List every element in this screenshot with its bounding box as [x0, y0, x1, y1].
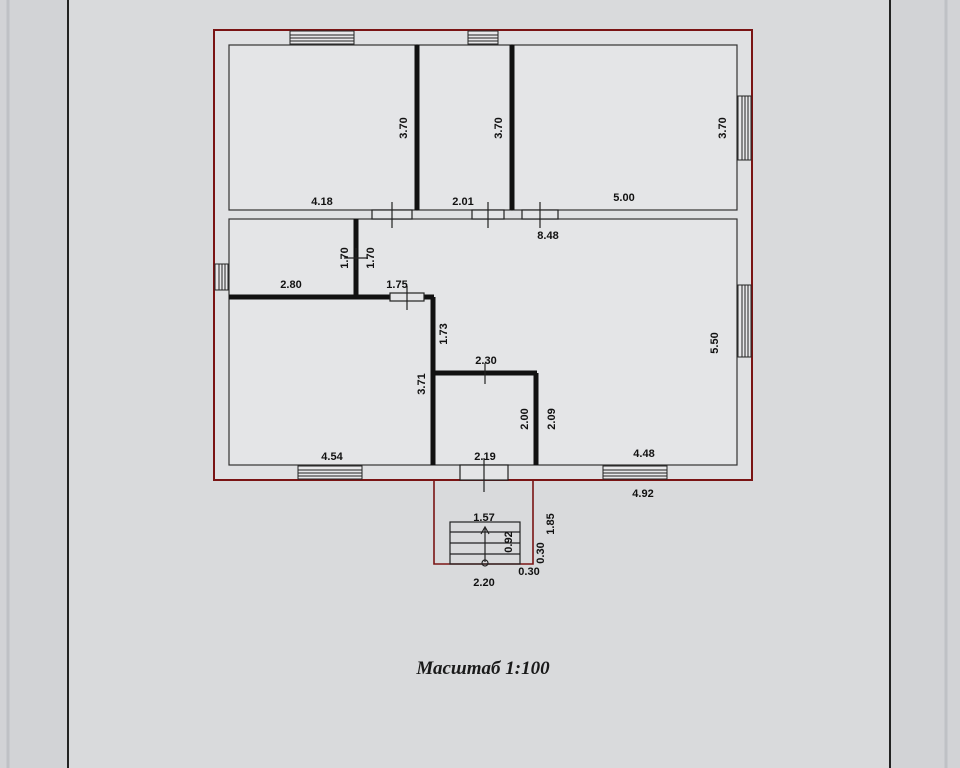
window-right-top — [737, 95, 752, 161]
porch-steps — [449, 521, 521, 565]
scale-label: Масштаб 1:100 — [415, 658, 550, 679]
door-entry — [459, 458, 509, 492]
dim-outer-width: 4.92 — [632, 488, 653, 500]
porch-arrow — [480, 525, 490, 567]
dim-porch-step: 0.92 — [503, 531, 515, 552]
dim-bedroom-height: 3.71 — [416, 373, 428, 394]
dim-corridor-b: 1.70 — [365, 247, 377, 268]
dim-corridor-a: 1.70 — [339, 247, 351, 268]
dim-porch-width: 2.20 — [473, 577, 494, 589]
room-2 — [416, 44, 513, 211]
dim-bathroom-height-b: 2.09 — [546, 408, 558, 429]
dim-room3-height: 3.70 — [717, 117, 729, 138]
dim-room2-height: 3.70 — [493, 117, 505, 138]
hall-room — [228, 218, 738, 466]
dim-living-width: 4.48 — [633, 448, 654, 460]
dim-room2-width: 2.01 — [452, 196, 473, 208]
dim-porch-depth: 1.85 — [545, 513, 557, 534]
dim-room3-width: 5.00 — [613, 192, 634, 204]
door-room3 — [521, 202, 559, 228]
sheet-right-margin — [890, 0, 960, 768]
dim-porch-offset-a: 0.30 — [535, 542, 547, 563]
window-right-middle — [737, 284, 752, 358]
window-bottom-right — [602, 465, 668, 480]
sheet-left-margin — [0, 0, 68, 768]
window-bottom-left — [297, 465, 363, 480]
dim-bathroom-width: 2.30 — [475, 355, 496, 367]
dim-corridor-width: 2.80 — [280, 279, 301, 291]
window-left — [214, 263, 229, 291]
dim-bathroom-height-a: 2.00 — [519, 408, 531, 429]
room-1 — [228, 44, 418, 211]
dim-room1-height: 3.70 — [398, 117, 410, 138]
room-3 — [511, 44, 738, 211]
door-room1 — [371, 202, 413, 228]
window-top-left — [289, 30, 355, 45]
door-bedroom — [389, 286, 425, 310]
door-corridor — [344, 248, 368, 270]
dim-door-gap: 1.75 — [386, 279, 407, 291]
dim-entry-width: 2.19 — [474, 451, 495, 463]
door-room2 — [471, 202, 505, 228]
dim-partition-length: 1.73 — [438, 323, 450, 344]
dim-porch-offset-b: 0.30 — [518, 566, 539, 578]
dim-hall-total: 8.48 — [537, 230, 558, 242]
dim-room1-width: 4.18 — [311, 196, 332, 208]
dim-porch-top: 1.57 — [473, 512, 494, 524]
dim-hall-height: 5.50 — [709, 332, 721, 353]
dim-bedroom-width: 4.54 — [321, 451, 343, 463]
window-top-center — [467, 30, 499, 45]
